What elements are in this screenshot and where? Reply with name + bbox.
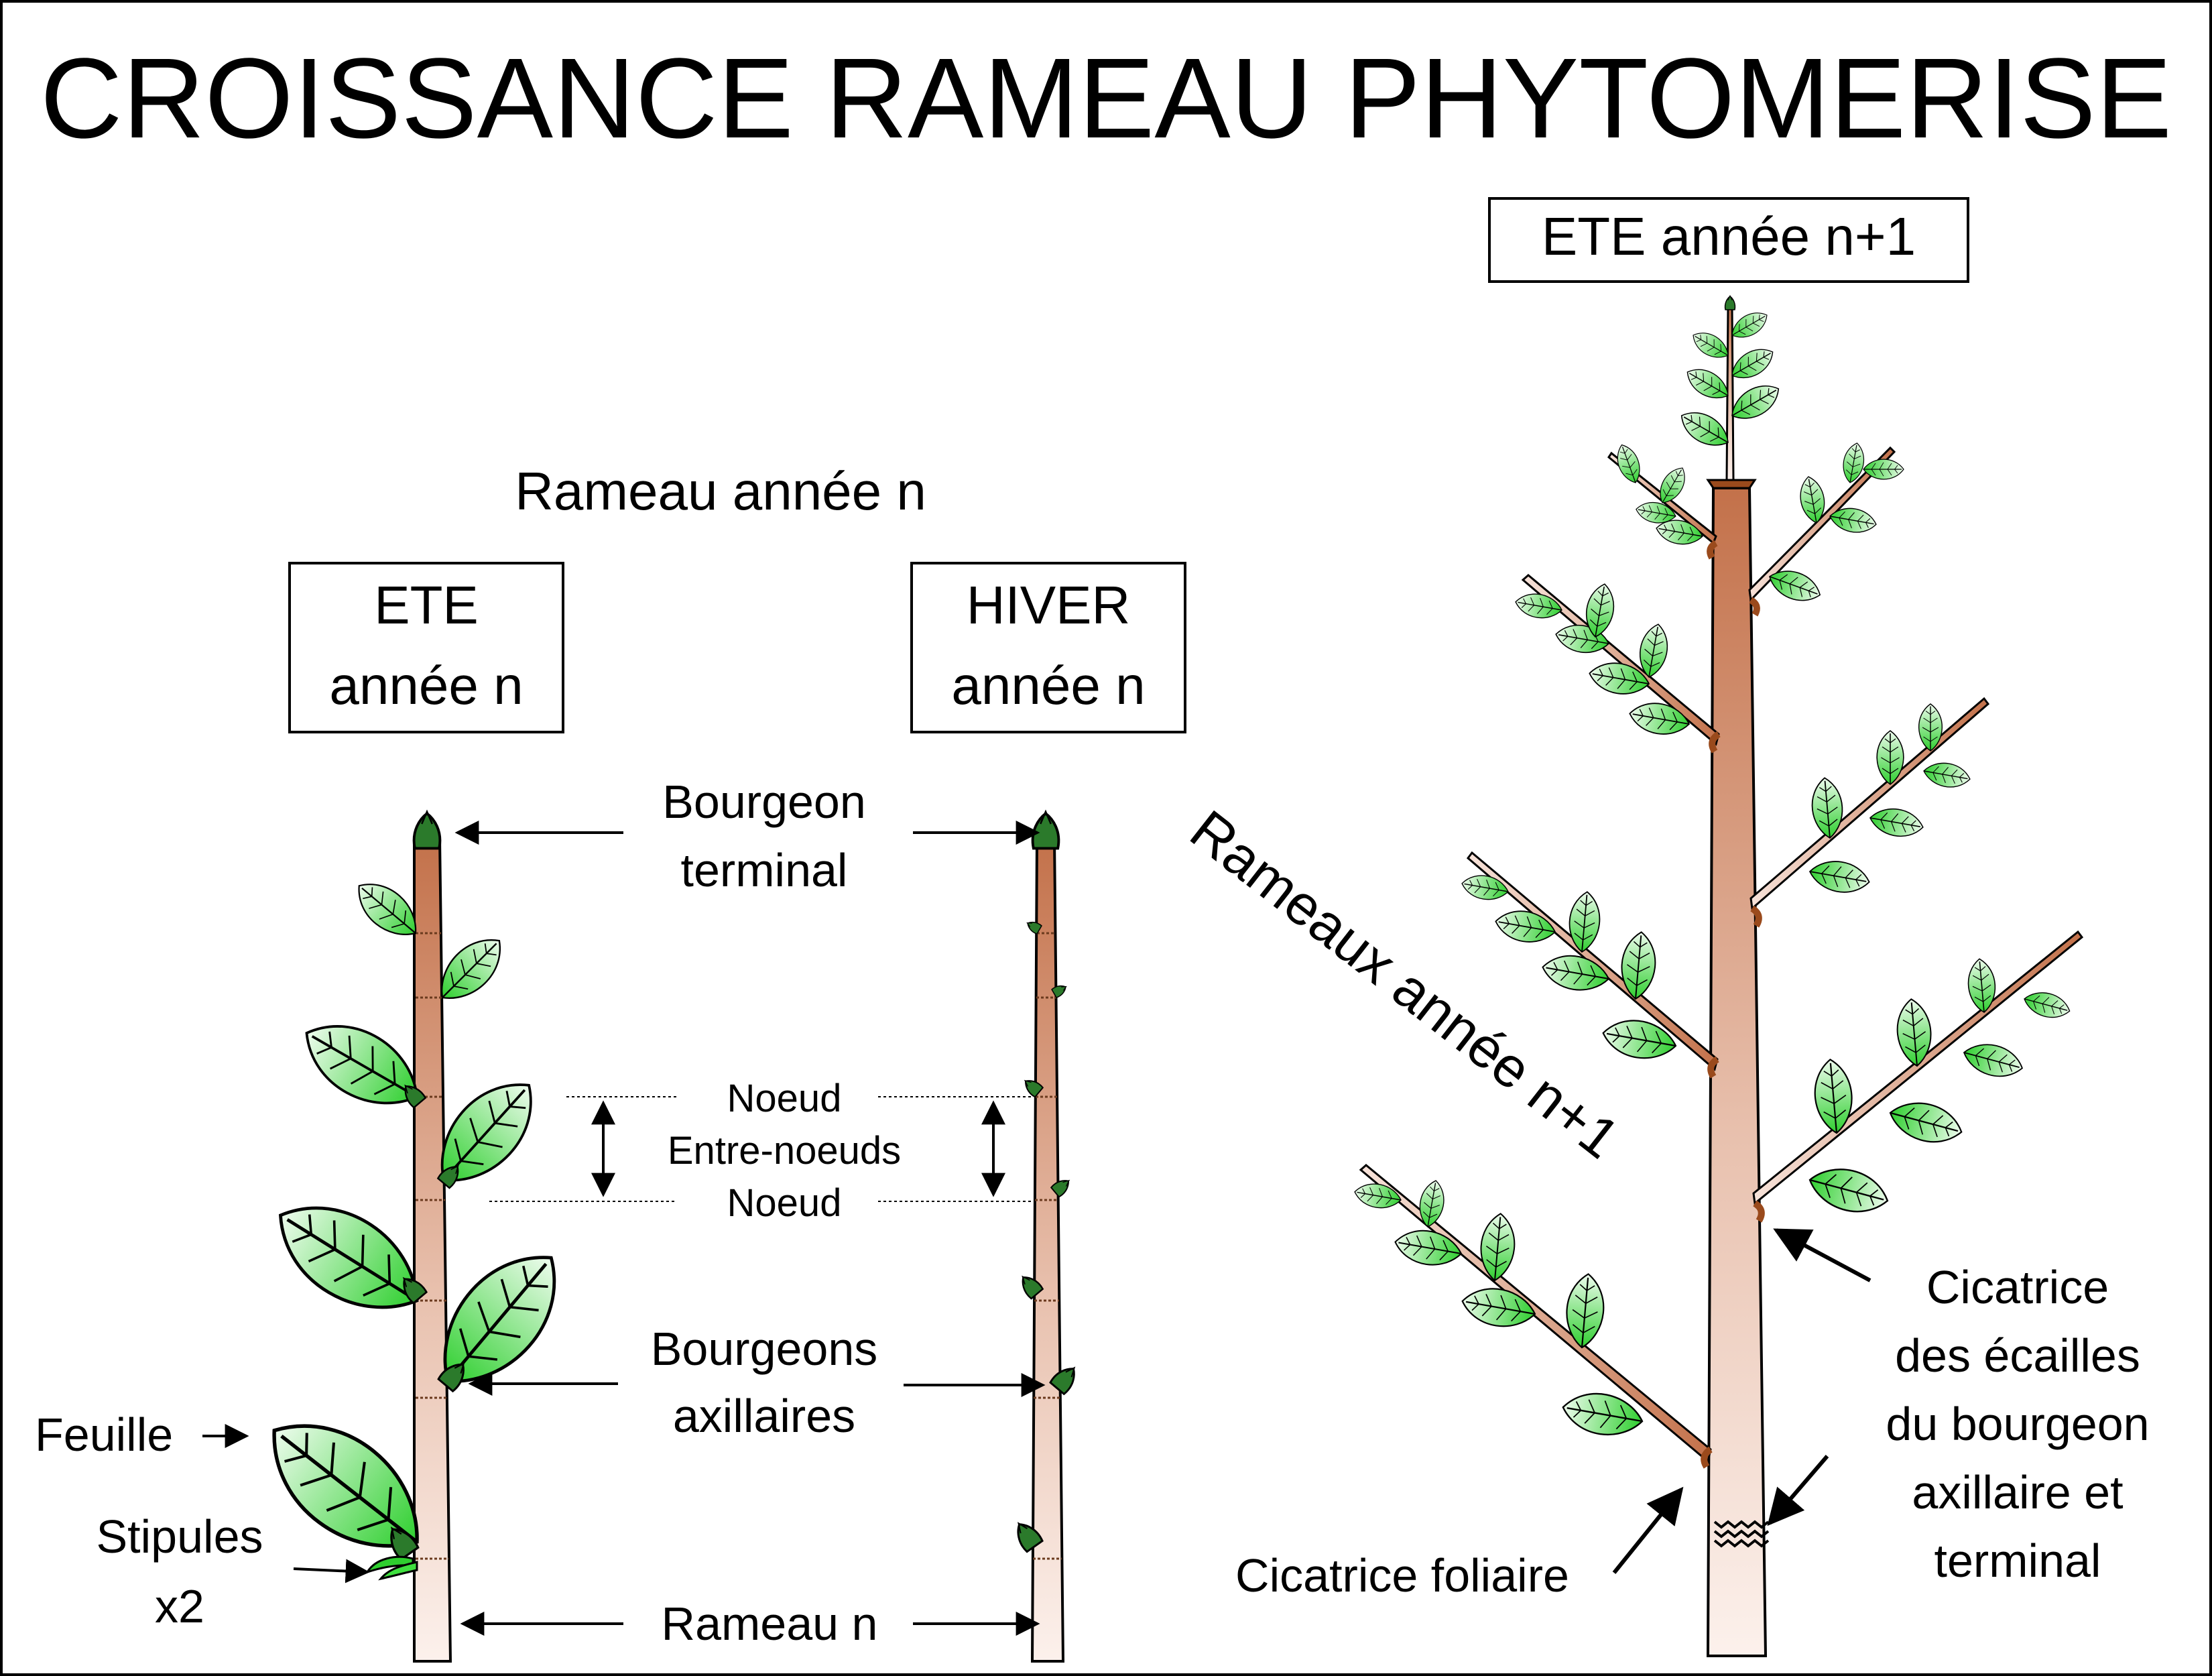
label-cicatrice-ecailles-line2: des écailles <box>1895 1329 2140 1382</box>
label-cicatrice-ecailles-line5: terminal <box>1934 1535 2101 1587</box>
label-entre-noeuds: Entre-noeuds <box>668 1129 901 1173</box>
box-ete-n: ETE année n <box>288 562 564 733</box>
label-cicatrice-foliaire-text: Cicatrice foliaire <box>1235 1549 1569 1602</box>
terminal-scar <box>1706 479 1757 489</box>
box-hiver-n-line2: année n <box>951 656 1145 715</box>
label-bourgeon-terminal: Bourgeon terminal <box>454 776 1040 896</box>
box-ete-n1-label: ETE année n+1 <box>1542 206 1916 266</box>
label-feuille: Feuille <box>35 1409 249 1461</box>
leaf-scar <box>1749 597 1760 617</box>
box-ete-n1: ETE année n+1 <box>1488 197 1969 283</box>
leaf-scar <box>1750 905 1762 928</box>
stipule <box>378 1561 418 1581</box>
label-cicatrice-ecailles: Cicatrice des écailles du bourgeon axill… <box>1767 1228 2150 1587</box>
label-cicatrice-ecailles-line3: du bourgeon <box>1886 1398 2149 1450</box>
label-cicatrice-foliaire: Cicatrice foliaire <box>1235 1486 1684 1602</box>
box-hiver-n: HIVER année n <box>910 562 1186 733</box>
leaf-scar <box>1707 1056 1719 1079</box>
label-rameau-n: Rameau n <box>460 1598 1040 1650</box>
label-stipules: Stipules x2 <box>96 1510 370 1632</box>
label-feuille-text: Feuille <box>35 1409 173 1461</box>
box-ete-n-line2: année n <box>329 656 523 715</box>
label-stipules-line2: x2 <box>155 1580 204 1632</box>
label-stipules-line1: Stipules <box>96 1510 263 1563</box>
heading-year-n: Rameau année n <box>515 461 926 521</box>
label-bourgeons-axillaires-line2: axillaires <box>673 1390 855 1442</box>
leaf-scar <box>1753 1200 1765 1223</box>
label-bourgeon-terminal-line2: terminal <box>681 844 848 896</box>
box-hiver-n-line1: HIVER <box>967 575 1131 635</box>
label-node-internode: Noeud Entre-noeuds Noeud <box>489 1077 1032 1225</box>
page-title: CROISSANCE RAMEAU PHYTOMERISE <box>40 35 2172 162</box>
label-rameau-n-text: Rameau n <box>662 1598 878 1650</box>
box-ete-n-line1: ETE <box>374 575 479 635</box>
bud-scale-scar <box>1713 1520 1770 1548</box>
label-bourgeons-axillaires: Bourgeons axillaires <box>468 1323 1046 1442</box>
stem-summer-year-n <box>247 810 582 1663</box>
leaf-scar <box>1709 731 1721 754</box>
label-cicatrice-ecailles-line1: Cicatrice <box>1926 1261 2109 1313</box>
label-noeud-top: Noeud <box>727 1077 842 1120</box>
label-bourgeons-axillaires-line1: Bourgeons <box>651 1323 878 1375</box>
leaf-scar <box>1701 1446 1713 1469</box>
label-bourgeon-terminal-line1: Bourgeon <box>662 776 866 828</box>
label-cicatrice-ecailles-line4: axillaire et <box>1912 1466 2123 1518</box>
leaf-scar <box>1707 540 1718 560</box>
tree-summer-year-n1 <box>1352 295 2084 1657</box>
label-noeud-bottom: Noeud <box>727 1181 842 1225</box>
